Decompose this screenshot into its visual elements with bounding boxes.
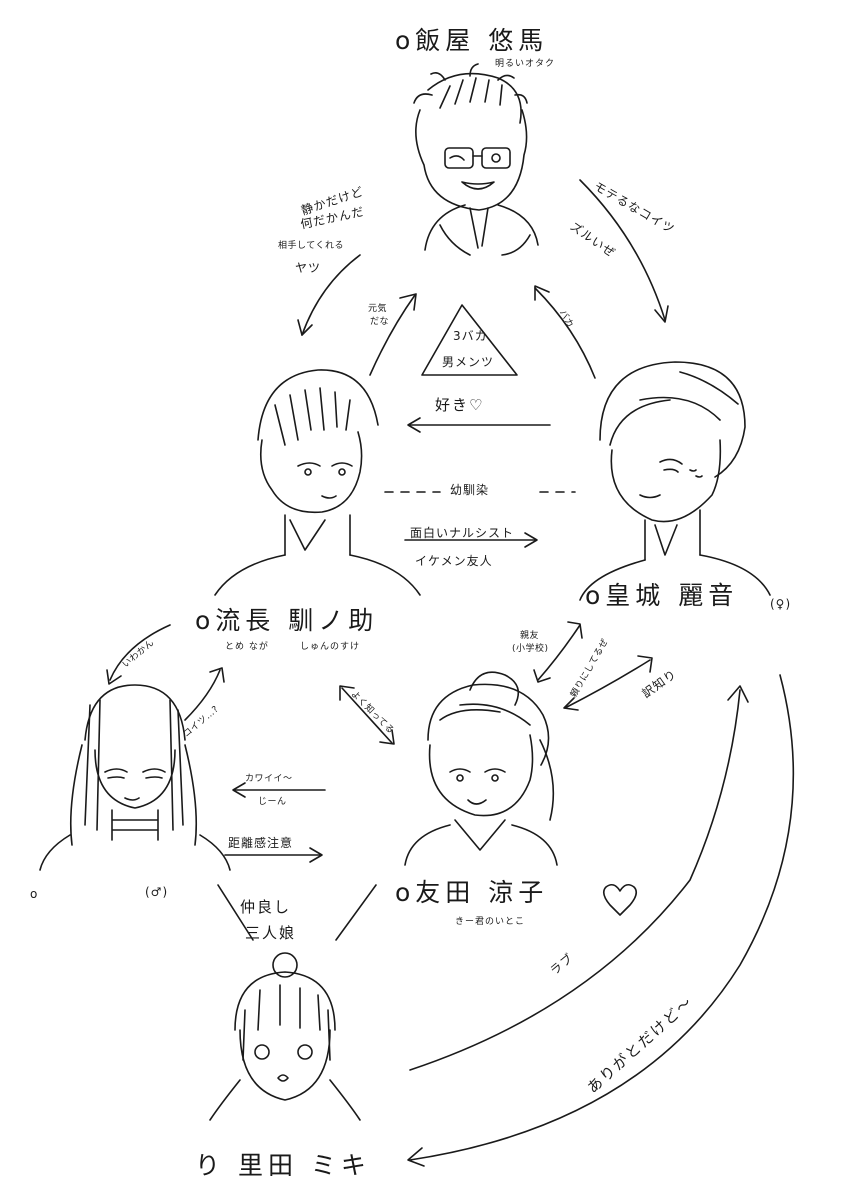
portrait-kogi	[579, 361, 771, 601]
connectors	[106, 179, 795, 1167]
portrait-nagare	[214, 369, 421, 596]
name-girl: o	[30, 887, 39, 901]
name-kogi: o皇城 麗音	[585, 581, 739, 610]
reading-nagare-2: しゅんのすけ	[300, 642, 361, 652]
label-group-2: 男メンツ	[442, 355, 495, 369]
label-aite-1: 相手してくれる	[278, 241, 344, 251]
portrait-tomoda	[404, 671, 558, 866]
label-genki-1: 元気	[368, 304, 388, 314]
label-genki-2: だな	[370, 317, 390, 327]
reading-nagare-1: とめ なが	[225, 642, 269, 652]
label-kawaii-2: じーん	[258, 797, 287, 807]
note-iiya: 明るいオタク	[495, 59, 556, 69]
label-ikemen: イケメン友人	[415, 554, 493, 568]
name-tomoda: o友田 涼子	[395, 878, 549, 907]
label-kyori: 距離感注意	[228, 836, 294, 850]
label-suki: 好き♡	[435, 396, 485, 414]
label-aite-2: ヤツ	[295, 261, 322, 275]
note-kogi: (♀)	[770, 597, 792, 611]
name-iiya: o飯屋 悠馬	[395, 26, 549, 55]
portrait-satoda	[209, 952, 361, 1121]
label-omoshiroi: 面白いナルシスト	[410, 526, 515, 540]
note-tomoda: きー君のいとこ	[455, 917, 526, 927]
label-shinyu-1: 親友	[520, 631, 540, 641]
note-girl: (♂)	[145, 885, 169, 899]
name-satoda: り 里田 ミキ	[195, 1151, 371, 1180]
portrait-girl	[39, 684, 231, 871]
label-nakayoshi-2: 三人娘	[245, 924, 297, 942]
label-osananajimi: 幼馴染	[450, 483, 490, 497]
label-group-1: 3バカ	[453, 329, 488, 343]
label-shinyu-2: (小学校)	[512, 644, 549, 654]
label-kawaii-1: カワイイ〜	[245, 774, 293, 784]
name-nagare: o流長 馴ノ助	[195, 606, 379, 635]
label-nakayoshi-1: 仲良し	[240, 898, 292, 916]
portrait-iiya	[413, 63, 539, 256]
